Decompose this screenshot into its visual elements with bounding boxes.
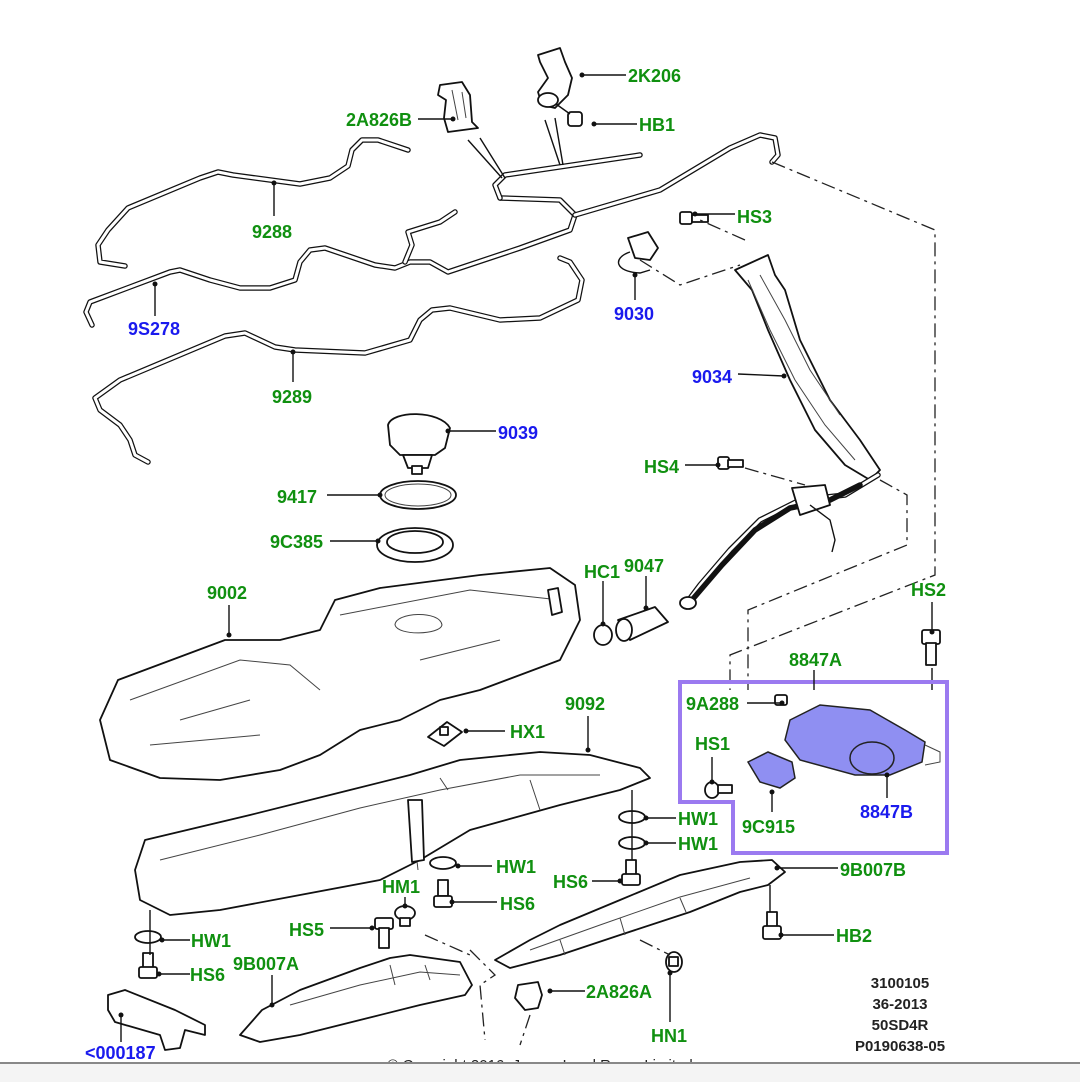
valve-9c915 [746, 751, 796, 789]
clip-2a826b [437, 81, 479, 133]
fuel-tank-9002 [99, 567, 581, 781]
fuel-line-9289 [92, 255, 585, 465]
heat-shield-9b007b [494, 859, 786, 969]
label-hs3[interactable]: HS3 [737, 207, 772, 227]
label-9289[interactable]: 9289 [272, 387, 312, 407]
reference-line-3: 50SD4R [872, 1017, 929, 1034]
label-9c385[interactable]: 9C385 [270, 532, 323, 552]
bolt-hs1 [704, 781, 733, 799]
label-9092[interactable]: 9092 [565, 694, 605, 714]
label-000187[interactable]: <000187 [85, 1043, 156, 1063]
label-hw1-c[interactable]: HW1 [496, 857, 536, 877]
label-hs6-c[interactable]: HS6 [190, 965, 225, 985]
clip-2a826a [514, 981, 543, 1011]
label-9b007b[interactable]: 9B007B [840, 860, 906, 880]
clip-hx1 [427, 721, 463, 747]
assembly-line [729, 161, 936, 690]
label-hb1[interactable]: HB1 [639, 115, 675, 135]
assembly-line [699, 219, 746, 241]
washer-hw1-d [134, 930, 162, 944]
fuel-line-9288 [95, 137, 411, 269]
reference-line-2: 36-2013 [872, 996, 927, 1013]
assembly-line [639, 939, 671, 956]
label-9288[interactable]: 9288 [252, 222, 292, 242]
reference-line-1: 3100105 [871, 975, 929, 992]
fuel-line-9s278 [83, 195, 578, 328]
label-hm1[interactable]: HM1 [382, 877, 420, 897]
bracket-2k206 [537, 47, 573, 109]
washer-hw1-c [429, 856, 457, 870]
bolt-hb1 [555, 103, 583, 127]
nut-hn1 [665, 951, 683, 973]
highlight-box [678, 680, 949, 855]
bolt-hb2 [762, 911, 782, 940]
label-9002[interactable]: 9002 [207, 583, 247, 603]
label-9039[interactable]: 9039 [498, 423, 538, 443]
label-9034[interactable]: 9034 [692, 367, 732, 387]
label-hw1-d[interactable]: HW1 [191, 931, 231, 951]
label-hs6-b[interactable]: HS6 [500, 894, 535, 914]
nut-hm1 [394, 905, 416, 927]
bracket-000187 [107, 989, 206, 1051]
bolt-hs6-c [138, 952, 158, 979]
label-2a826a[interactable]: 2A826A [586, 982, 652, 1002]
vapor-line [572, 132, 781, 218]
leader [544, 117, 564, 166]
heat-shield-9092 [134, 751, 651, 916]
assembly-line [744, 467, 806, 486]
leader [467, 137, 506, 179]
label-hs4[interactable]: HS4 [644, 457, 679, 477]
bolt-hs5 [374, 917, 394, 949]
evap-canister-8847b [784, 704, 941, 776]
label-hb2[interactable]: HB2 [836, 926, 872, 946]
label-9a288[interactable]: 9A288 [686, 694, 739, 714]
reference-line-4: P0190638-05 [855, 1038, 945, 1055]
lock-ring-9417 [379, 480, 457, 510]
fuel-line-main [402, 152, 643, 265]
bolt-hs6-b [433, 879, 453, 908]
part-labels: 2K206 HB1 2A826B 9288 HS3 9S278 9030 928… [85, 66, 946, 1063]
leader-lines [118, 72, 935, 1042]
label-9b007a[interactable]: 9B007A [233, 954, 299, 974]
label-hs6-a[interactable]: HS6 [553, 872, 588, 892]
reference-block: 3100105 36-2013 50SD4R P0190638-05 [855, 975, 945, 1055]
assembly-line [639, 259, 741, 286]
label-9c915[interactable]: 9C915 [742, 817, 795, 837]
bolt-hs4 [717, 456, 744, 470]
label-hs2[interactable]: HS2 [911, 580, 946, 600]
label-9s278[interactable]: 9S278 [128, 319, 180, 339]
seal-9c385 [376, 527, 454, 563]
label-hn1[interactable]: HN1 [651, 1026, 687, 1046]
filler-pipe-9034 [679, 254, 881, 610]
bolt-hs6-a [621, 859, 641, 886]
label-2k206[interactable]: 2K206 [628, 66, 681, 86]
label-9047[interactable]: 9047 [624, 556, 664, 576]
assembly-line [469, 949, 497, 1041]
bolt-hs3 [679, 211, 709, 225]
label-hs1[interactable]: HS1 [695, 734, 730, 754]
bottom-bar [0, 1062, 1080, 1082]
clamp-hc1 [593, 624, 613, 646]
label-8847a[interactable]: 8847A [789, 650, 842, 670]
label-hw1-a[interactable]: HW1 [678, 809, 718, 829]
bolt-hs2 [921, 629, 941, 666]
label-hs5[interactable]: HS5 [289, 920, 324, 940]
label-hc1[interactable]: HC1 [584, 562, 620, 582]
label-9417[interactable]: 9417 [277, 487, 317, 507]
label-hx1[interactable]: HX1 [510, 722, 545, 742]
label-hw1-b[interactable]: HW1 [678, 834, 718, 854]
hose-9047 [615, 606, 669, 642]
label-9030[interactable]: 9030 [614, 304, 654, 324]
fuel-pump-9039 [387, 413, 451, 475]
assembly-line [424, 934, 471, 956]
heat-shield-9b007a [239, 954, 473, 1043]
label-2a826b[interactable]: 2A826B [346, 110, 412, 130]
assembly-line [747, 479, 908, 690]
cap-9030 [617, 231, 659, 274]
assembly-line [519, 1014, 531, 1046]
label-8847b[interactable]: 8847B [860, 802, 913, 822]
